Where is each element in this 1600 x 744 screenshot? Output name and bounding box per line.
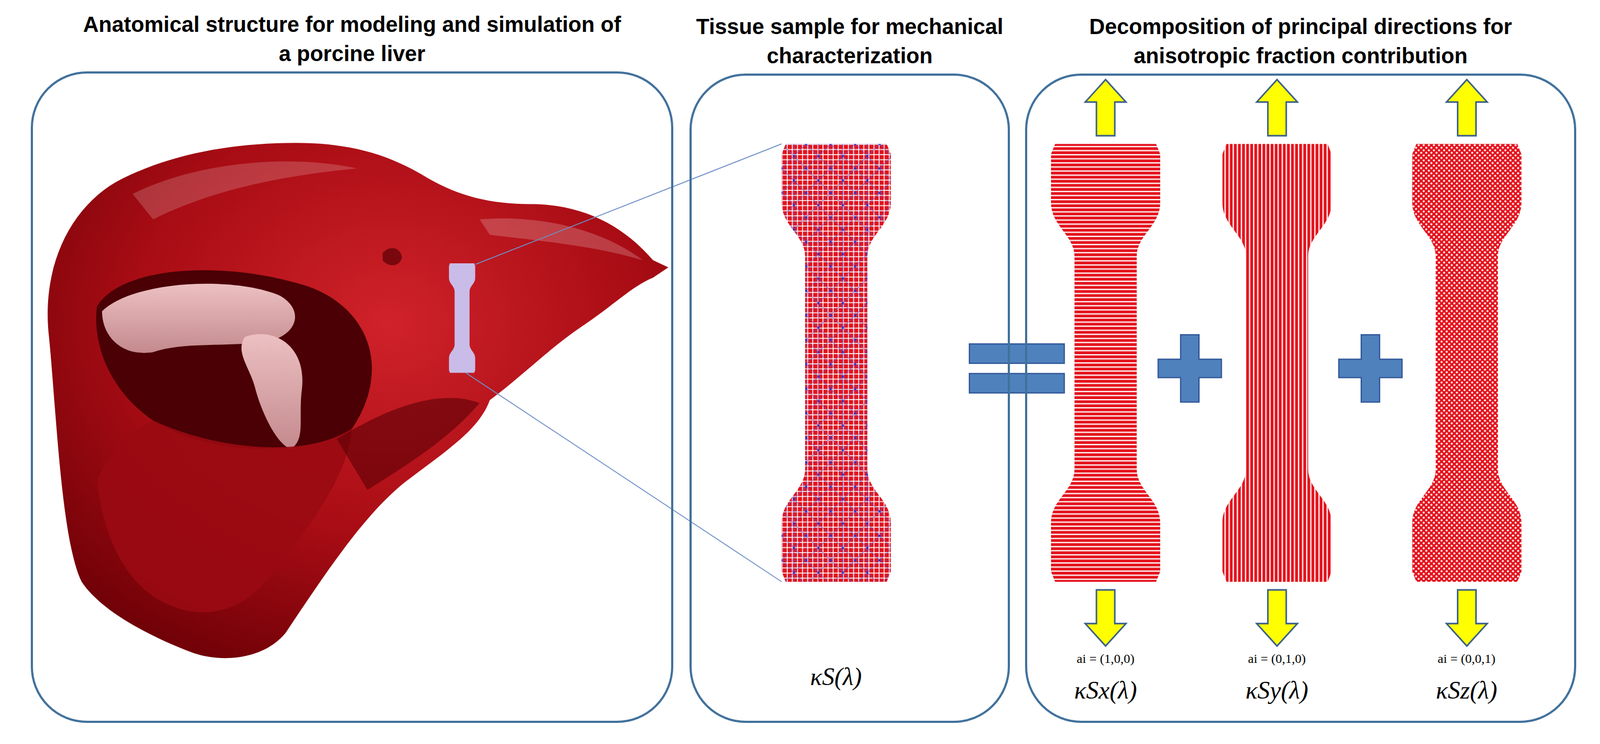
tissue-sample (781, 143, 892, 582)
sample-strip: κS(λ) (781, 143, 891, 582)
panel: Decomposition of principal directions fo… (1025, 73, 1577, 723)
liver-illustration (47, 142, 669, 658)
panel: Anatomical structure for modeling and si… (30, 71, 674, 723)
direction-vector: ai = (1,0,0) (1076, 650, 1135, 667)
stiffness-label: κS(λ) (809, 662, 862, 691)
sample-x (1050, 143, 1161, 582)
plus-sign (1157, 334, 1402, 403)
sample-z (1412, 143, 1522, 582)
direction-vector: ai = (0,1,0) (1248, 650, 1307, 667)
stiffness-label: κSy(λ) (1245, 675, 1309, 705)
sample-strip: ai = (0,1,0)κSy(λ) (1222, 143, 1332, 582)
sample-strip: ai = (0,0,1)κSz(λ) (1411, 143, 1522, 582)
panel-heading: Anatomical structure for modeling and si… (82, 9, 623, 69)
direction-vector: ai = (0,0,1) (1437, 650, 1496, 667)
stiffness-label: κSx(λ) (1074, 675, 1137, 705)
zoom-lines (465, 143, 782, 582)
panel-heading: Tissue sample for mechanical characteriz… (660, 11, 1040, 71)
sample-y (1222, 143, 1332, 582)
panel: Tissue sample for mechanical characteriz… (689, 73, 1010, 723)
sample-strip: ai = (1,0,0)κSx(λ) (1050, 143, 1161, 582)
equals-sign (969, 343, 1065, 393)
load-arrows (1085, 79, 1488, 646)
stiffness-label: κSz(λ) (1435, 675, 1498, 705)
panel-heading: Decomposition of principal directions fo… (1041, 11, 1561, 71)
